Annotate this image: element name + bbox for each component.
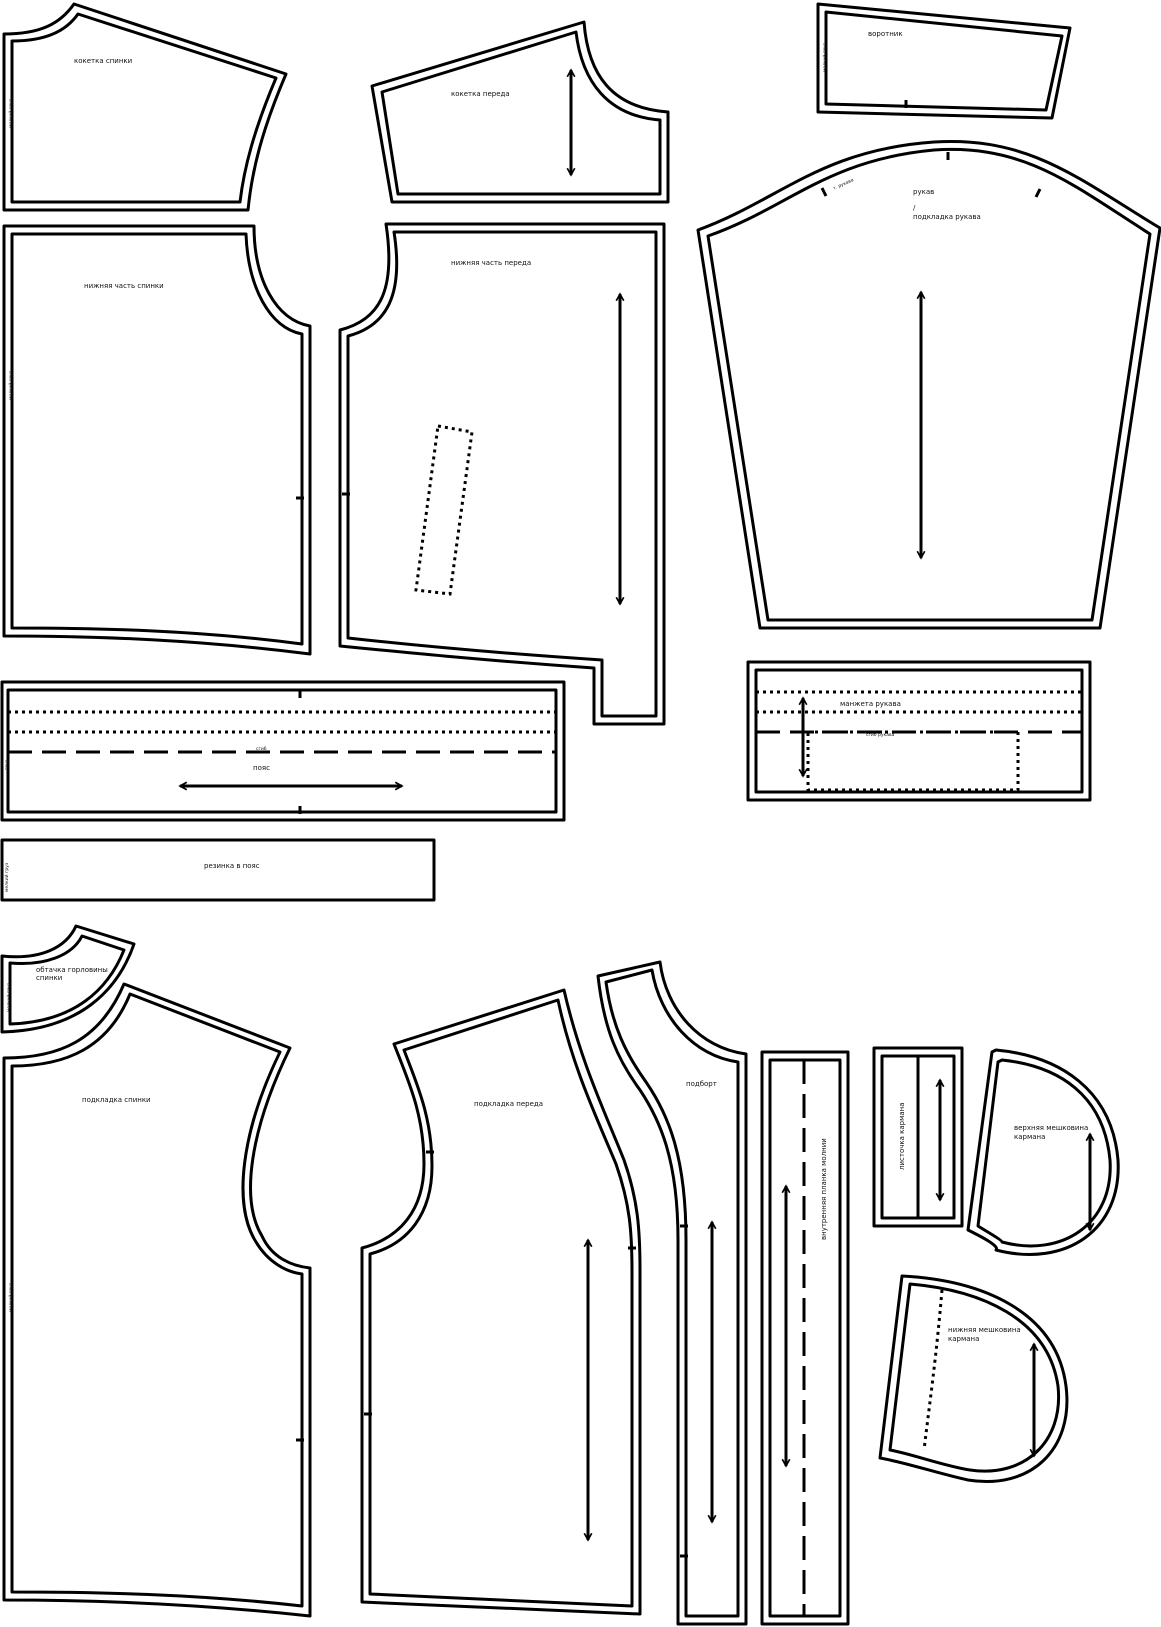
upper-pocket-bag-label-2: кармана	[1014, 1133, 1045, 1141]
cuff-elastic-outline	[806, 730, 1020, 792]
cuff-fold-label: сгиб рукава	[866, 732, 895, 738]
lower-front-label: нижняя часть переда	[451, 259, 531, 267]
upper-pocket-bag-piece: верхняя мешковина кармана	[966, 1048, 1120, 1256]
back-yoke-piece: кокетка спинки мелкий груз	[2, 2, 288, 212]
elastic-side-mark: мелкий груз	[3, 862, 10, 892]
back-neck-facing-side-mark: мелкий груз	[5, 982, 12, 1012]
lower-back-piece: нижняя часть спинки мелкий груз	[2, 224, 312, 656]
pocket-opening-outline	[414, 424, 474, 596]
lower-front-piece: нижняя часть переда	[338, 222, 666, 726]
waistband-piece: пояс сгиб груз	[0, 680, 566, 822]
back-lining-piece: подкладка спинки мелкий груз	[2, 982, 312, 1618]
back-neck-facing-piece: обтачка горловины спинки мелкий груз	[0, 924, 136, 1034]
upper-pocket-bag-label: верхняя мешковина	[1014, 1124, 1088, 1132]
pocket-welt-piece: листочка кармана	[872, 1046, 964, 1228]
facing-label: подборт	[686, 1080, 717, 1088]
pocket-welt-label: листочка кармана	[898, 1102, 906, 1170]
cuff-outer	[746, 660, 1092, 802]
sleeve-lining-label: подкладка рукава	[913, 213, 981, 221]
waistband-side-mark: груз	[5, 759, 10, 770]
cuff-label: манжета рукава	[840, 700, 901, 708]
elastic-label: резинка в пояс	[204, 862, 260, 870]
pocket-welt-outer	[872, 1046, 964, 1228]
front-yoke-piece: кокетка переда	[370, 20, 670, 204]
back-neck-facing-label: обтачка горловины	[36, 966, 108, 974]
sleeve-label: рукав	[913, 188, 934, 196]
front-lining-label: подкладка переда	[474, 1100, 543, 1108]
back-lining-side-mark: мелкий груз	[7, 1282, 14, 1312]
cuff-piece: манжета рукава сгиб рукава	[746, 660, 1092, 802]
waistband-outer	[0, 680, 566, 822]
facing-piece: подборт	[596, 960, 748, 1626]
elastic-outline	[0, 838, 436, 902]
lower-pocket-bag-piece: нижняя мешковина кармана	[878, 1274, 1069, 1483]
zipper-placket-piece: внутренняя планка молнии	[760, 1050, 850, 1626]
collar-side-mark: мелкий груз	[821, 42, 828, 72]
lower-back-side-mark: мелкий груз	[7, 370, 14, 400]
front-yoke-label: кокетка переда	[451, 90, 510, 98]
waistband-label: пояс	[253, 764, 270, 772]
lower-pocket-bag-label: нижняя мешковина	[948, 1326, 1021, 1334]
sleeve-notch-back	[820, 187, 828, 197]
lower-back-label: нижняя часть спинки	[84, 282, 164, 290]
collar-label: воротник	[868, 30, 903, 38]
zipper-placket-label: внутренняя планка молнии	[820, 1138, 828, 1240]
sleeve-piece: рукав / подкладка рукава т. рукава	[696, 139, 1161, 630]
elastic-piece: резинка в пояс мелкий груз	[0, 838, 436, 902]
waistband-fold-label: сгиб	[256, 746, 267, 752]
lower-pocket-bag-seam	[922, 1289, 944, 1451]
sleeve-label-slash: /	[913, 204, 916, 212]
sleeve-notch-front	[1034, 188, 1042, 198]
lower-pocket-bag-label-2: кармана	[948, 1335, 979, 1343]
back-yoke-label: кокетка спинки	[74, 57, 132, 65]
back-neck-facing-label-2: спинки	[36, 974, 62, 982]
back-yoke-side-mark: мелкий груз	[7, 98, 14, 128]
sleeve-notch-mark: т. рукава	[833, 178, 855, 192]
zipper-placket-outer	[760, 1050, 850, 1626]
back-lining-label: подкладка спинки	[82, 1096, 151, 1104]
front-lining-piece: подкладка переда	[360, 988, 642, 1616]
collar-piece: воротник мелкий груз	[816, 2, 1072, 120]
